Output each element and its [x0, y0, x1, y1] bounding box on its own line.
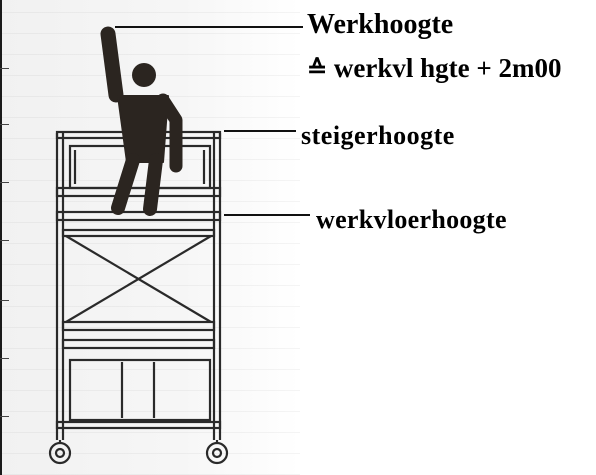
worker-torso — [117, 95, 169, 163]
brace-top-bar — [61, 228, 216, 238]
margin-tick — [0, 358, 9, 359]
margin-tick — [0, 124, 9, 125]
formula-text: werkvl hgte + 2m00 — [333, 53, 562, 83]
working-height-label: Werkhoogte — [307, 9, 454, 40]
platform-height-label: werkvloerhoogte — [316, 205, 507, 234]
raised-arm — [100, 26, 124, 103]
working-height-formula: ≙ werkvl hgte + 2m00 — [307, 53, 562, 83]
margin-tick — [0, 416, 9, 417]
worker-head — [132, 63, 156, 87]
margin-tick — [0, 240, 9, 241]
margin-tick — [0, 68, 9, 69]
margin-tick — [0, 182, 9, 183]
right-caster-hub — [211, 447, 223, 459]
toe-board — [55, 186, 222, 198]
left-caster-wheel — [48, 441, 72, 465]
brace-bottom-bar — [61, 320, 216, 332]
lowered-arm — [156, 93, 183, 173]
base-rail — [55, 420, 222, 430]
cross-brace-b — [65, 235, 212, 323]
margin-tick — [0, 300, 9, 301]
right-caster-wheel — [205, 441, 229, 465]
left-leg — [111, 153, 140, 215]
indicator-lines — [115, 26, 310, 216]
scaffold-height-label: steigerhoogte — [301, 121, 455, 150]
worker-figure — [100, 26, 183, 216]
left-margin-rule — [0, 0, 2, 475]
formula-symbol: ≙ — [307, 57, 328, 83]
left-caster-hub — [54, 447, 66, 459]
working-platform — [55, 210, 222, 222]
scaffold-tower — [48, 130, 229, 465]
right-leg — [143, 153, 163, 216]
lower-rail — [61, 338, 216, 350]
lower-panel — [68, 358, 212, 422]
